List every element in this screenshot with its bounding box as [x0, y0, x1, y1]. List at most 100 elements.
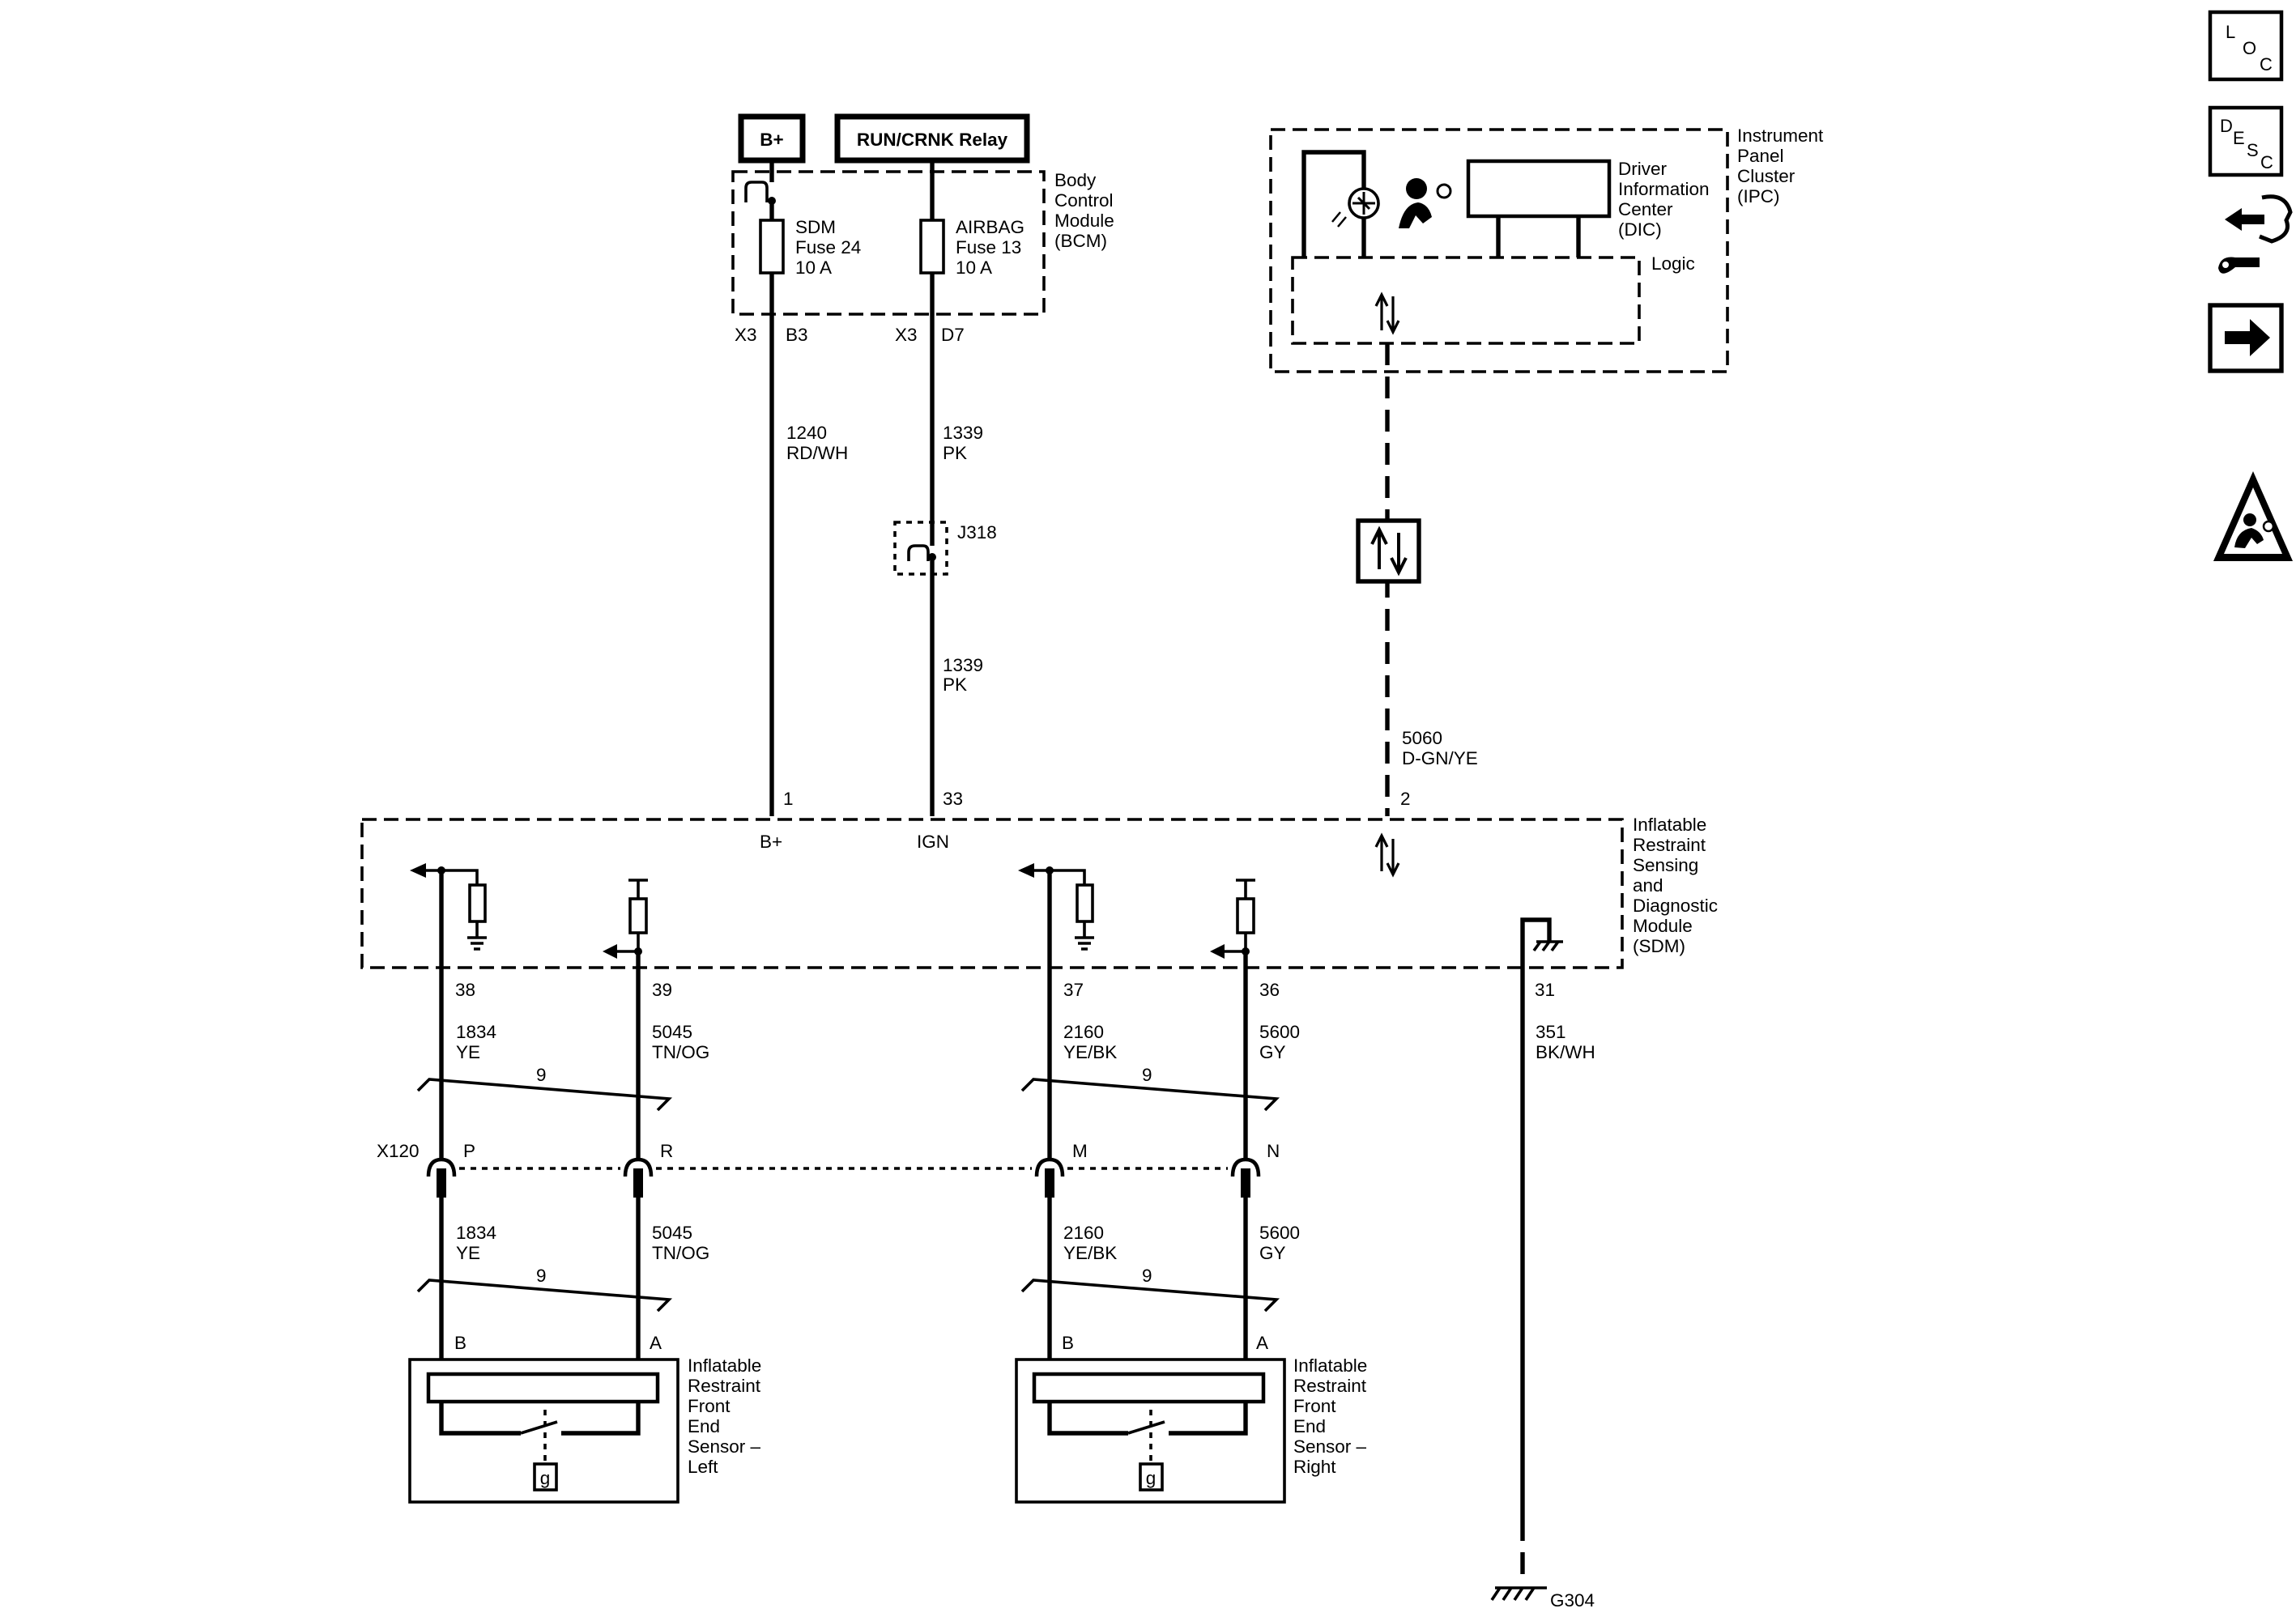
ipc-logic-label: Logic — [1651, 253, 1695, 274]
twisted-pair-marker — [1020, 1279, 1280, 1313]
sensor-left-switch-leads — [439, 1402, 641, 1436]
front-end-sensor-right: B A g Inflatable Restraint Front End Sen… — [1015, 1333, 1367, 1504]
sdm-boundary — [360, 818, 1624, 969]
wire-5060-circuit: 5060 — [1402, 728, 1442, 748]
connector-pin-label: P — [463, 1141, 475, 1161]
sdm-pin-36-sense — [1223, 933, 1247, 953]
wire-1339-color: PK — [943, 443, 967, 463]
sdm-pin-37-arrow — [1018, 863, 1034, 878]
sdm-pin-36: 36 — [1259, 980, 1280, 1000]
sdm-name-line: and — [1633, 875, 1663, 896]
wire-2160-circuit: 2160 — [1063, 1223, 1104, 1243]
sdm-ignition-input-label: IGN — [917, 832, 949, 852]
sensor-pin-label: A — [1256, 1333, 1268, 1353]
sensor-right-g-label: g — [1146, 1468, 1157, 1488]
instrument-panel-cluster: Instrument Panel Cluster (IPC) Driver In… — [1269, 126, 1824, 373]
loc-icon[interactable]: L O C — [2208, 10, 2284, 82]
connector-pin-label: M — [1072, 1141, 1088, 1161]
ipc-name-line: Cluster — [1737, 166, 1795, 186]
sensor-left-switch — [520, 1420, 558, 1435]
desc-icon[interactable]: D E S C — [2208, 105, 2284, 177]
body-control-module: Body Control Module (BCM) SDM Fuse 24 10… — [731, 160, 1114, 345]
wire-5060-color: D-GN/YE — [1402, 748, 1478, 768]
wire-1834-circuit: 1834 — [456, 1022, 496, 1042]
connector-pin-r — [623, 1157, 654, 1177]
sdm-pin-36-arrow — [1210, 944, 1225, 959]
wire-1339-color: PK — [943, 674, 967, 695]
wire-1339-circuit: 1339 — [943, 423, 983, 443]
ipc-logic-boundary — [1291, 256, 1641, 345]
splice-j318-boundary — [893, 521, 948, 576]
wire-351-color: BK/WH — [1536, 1042, 1595, 1062]
sdm-pin-39-resistor — [628, 897, 648, 934]
run-crank-relay-box: RUN/CRNK Relay — [834, 113, 1030, 164]
wire-5045-color: TN/OG — [652, 1042, 709, 1062]
bcm-pin-d7: D7 — [941, 325, 965, 345]
run-crank-relay-label: RUN/CRNK Relay — [857, 130, 1008, 150]
next-arrow-icon[interactable] — [2208, 303, 2284, 373]
bcm-name-line: (BCM) — [1054, 231, 1107, 251]
wire-2160-color: YE/BK — [1063, 1042, 1117, 1062]
wire-2160-circuit: 2160 — [1063, 1022, 1104, 1042]
airbag-warning-icon — [2213, 471, 2293, 561]
loc-icon-letter: C — [2260, 54, 2273, 74]
loc-icon-letter: O — [2243, 38, 2256, 58]
sensor-right-name-line: End — [1293, 1416, 1326, 1436]
sensor-right-element — [1032, 1372, 1266, 1404]
ipc-boundary — [1269, 128, 1729, 373]
battery-source-box: B+ — [738, 113, 806, 164]
sdm-pin-38-arrow — [410, 863, 426, 878]
sensor-right-name-line: Inflatable — [1293, 1355, 1367, 1376]
data-communication-icon — [1374, 291, 1400, 335]
connector-pin-p-terminal — [437, 1168, 446, 1198]
sdm-pin-39-sense — [616, 933, 640, 953]
wire-5600-circuit: 5600 — [1259, 1022, 1300, 1042]
bcm-pin-b3: B3 — [786, 325, 808, 345]
wire-5045-circuit: 5045 — [652, 1022, 692, 1042]
wire-1834-circuit: 1834 — [456, 1223, 496, 1243]
connector-end-view-icon[interactable] — [2218, 194, 2293, 274]
twisted-pair-marker — [416, 1279, 673, 1313]
connector-x120-label: X120 — [377, 1141, 420, 1161]
sensor-left-element — [426, 1372, 660, 1404]
sdm-fuse-symbol — [759, 219, 785, 274]
sdm-name-line: Module — [1633, 916, 1693, 936]
data-communication-icon — [1356, 518, 1421, 584]
wire-5600-color: GY — [1259, 1042, 1286, 1062]
sdm-node — [437, 866, 445, 874]
sensor-left-name-line: Inflatable — [688, 1355, 761, 1376]
sensor-right-switch-leads — [1047, 1402, 1248, 1436]
ground-g304-label: G304 — [1550, 1590, 1595, 1611]
sensor-right-name-line: Front — [1293, 1396, 1336, 1416]
twisted-pair-marker — [416, 1078, 673, 1112]
sdm-pin-37: 37 — [1063, 980, 1084, 1000]
data-communication-icon — [1374, 832, 1400, 878]
connector-pin-label: N — [1267, 1141, 1280, 1161]
wire-1240-circuit: 1240 — [786, 423, 827, 443]
wire-351-circuit: 351 — [1536, 1022, 1566, 1042]
connector-pin-p — [426, 1157, 457, 1177]
driver-information-center-display — [1466, 159, 1612, 219]
sdm-pin-36-resistor — [1236, 897, 1255, 934]
sdm-name-line: Diagnostic — [1633, 896, 1718, 916]
sensor-left-name-line: End — [688, 1416, 720, 1436]
wire-1339-circuit: 1339 — [943, 655, 983, 675]
sensor-right-name-line: Right — [1293, 1457, 1336, 1477]
loc-icon-letter: L — [2226, 22, 2235, 42]
sdm-pin-38-ground — [467, 921, 487, 951]
battery-feed-connector-symbol — [744, 181, 769, 202]
sdm-node — [1242, 947, 1250, 955]
sensing-diagnostic-module: Inflatable Restraint Sensing and Diagnos… — [360, 789, 1718, 982]
bcm-connector-x3: X3 — [895, 325, 918, 345]
sensor-right-g-box — [1139, 1462, 1164, 1491]
connector-pin-r-terminal — [633, 1168, 643, 1198]
sensor-left-name-line: Restraint — [688, 1376, 761, 1396]
sdm-name-line: (SDM) — [1633, 936, 1685, 956]
connector-pin-m — [1034, 1157, 1065, 1177]
twisted-pair-label: 9 — [1142, 1266, 1152, 1286]
sdm-pin-39: 39 — [652, 980, 672, 1000]
wire-1834-color: YE — [456, 1042, 480, 1062]
bcm-name-line: Body — [1054, 170, 1097, 190]
twisted-pair-label: 9 — [536, 1266, 547, 1286]
sdm-pin-39-arrow — [603, 944, 617, 959]
